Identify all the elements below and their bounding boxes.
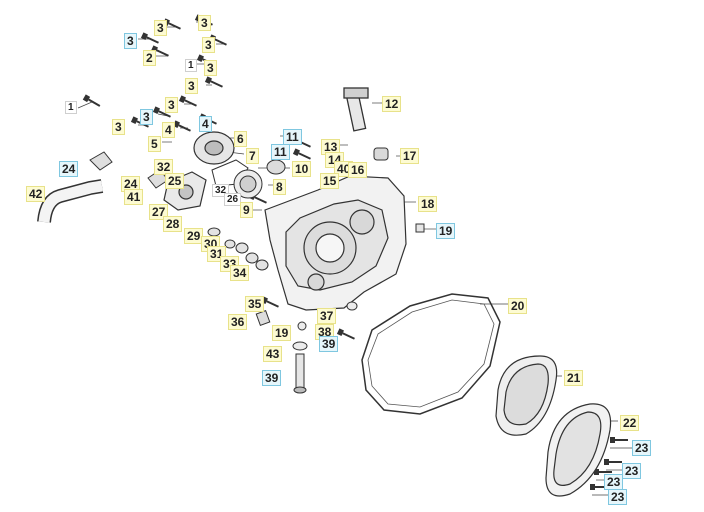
part-callout: 26 <box>224 193 242 206</box>
part-callout: 4 <box>162 122 175 138</box>
part-callout: 23 <box>622 463 642 479</box>
part-callout: 23 <box>632 440 652 456</box>
part-callout: 37 <box>317 308 337 324</box>
part-callout: 43 <box>263 346 283 362</box>
part-callout: 24 <box>59 161 79 177</box>
part-callout: 23 <box>604 474 624 490</box>
part-callout: 10 <box>292 161 312 177</box>
part-callout: 25 <box>165 173 185 189</box>
part-callout: 1 <box>185 59 197 72</box>
part-19b <box>415 223 425 233</box>
seal-19a <box>297 321 307 331</box>
cover-gasket <box>361 293 501 415</box>
part-callout: 19 <box>272 325 292 341</box>
part-callout: 39 <box>319 336 339 352</box>
part-callout: 19 <box>436 223 456 239</box>
part-37 <box>346 301 358 311</box>
part-callout: 24 <box>121 176 141 192</box>
part-callout: 3 <box>202 37 215 53</box>
sensor-17 <box>373 147 389 161</box>
part-callout: 5 <box>148 136 161 152</box>
part-callout: 3 <box>165 97 178 113</box>
part-callout: 3 <box>154 20 167 36</box>
part-callout: 17 <box>400 148 420 164</box>
pump-cover-6 <box>193 131 235 165</box>
shaft-12 <box>343 87 369 132</box>
part-callout: 3 <box>112 119 125 135</box>
part-callout: 36 <box>228 314 248 330</box>
part-callout: 3 <box>140 109 153 125</box>
part-callout: 18 <box>418 196 438 212</box>
part-callout: 20 <box>508 298 528 314</box>
plate-22 <box>545 403 612 497</box>
drain-bolt-39 <box>295 353 305 391</box>
washer-43 <box>292 341 308 351</box>
part-callout: 6 <box>234 131 247 147</box>
outer-cover-21 <box>495 355 558 436</box>
cap-10 <box>266 159 286 175</box>
plug-36 <box>255 310 271 326</box>
part-callout: 3 <box>185 78 198 94</box>
part-callout: 12 <box>382 96 402 112</box>
part-callout: 11 <box>283 129 302 145</box>
part-callout: 3 <box>204 60 217 76</box>
part-callout: 39 <box>262 370 282 386</box>
crankcase-cover <box>264 175 407 311</box>
part-callout: 3 <box>124 33 137 49</box>
part-callout: 41 <box>124 189 144 205</box>
oil-filter-8 <box>233 169 263 199</box>
part-callout: 15 <box>320 173 340 189</box>
part-callout: 22 <box>620 415 640 431</box>
part-callout: 29 <box>184 228 204 244</box>
part-callout: 4 <box>199 116 212 132</box>
part-callout: 21 <box>564 370 584 386</box>
part-callout: 16 <box>348 162 368 178</box>
part-callout: 28 <box>163 216 183 232</box>
part-callout: 2 <box>143 50 156 66</box>
part-callout: 8 <box>273 179 286 195</box>
part-callout: 34 <box>230 265 250 281</box>
part-callout: 35 <box>245 296 265 312</box>
part-callout: 32 <box>154 159 174 175</box>
part-callout: 11 <box>271 144 290 160</box>
part-callout: 42 <box>26 186 46 202</box>
part-callout: 9 <box>240 202 253 218</box>
part-callout: 1 <box>65 101 77 114</box>
part-callout: 7 <box>246 148 259 164</box>
part-callout: 23 <box>608 489 628 505</box>
part-callout: 3 <box>198 15 211 31</box>
fitting-24a <box>89 151 113 171</box>
